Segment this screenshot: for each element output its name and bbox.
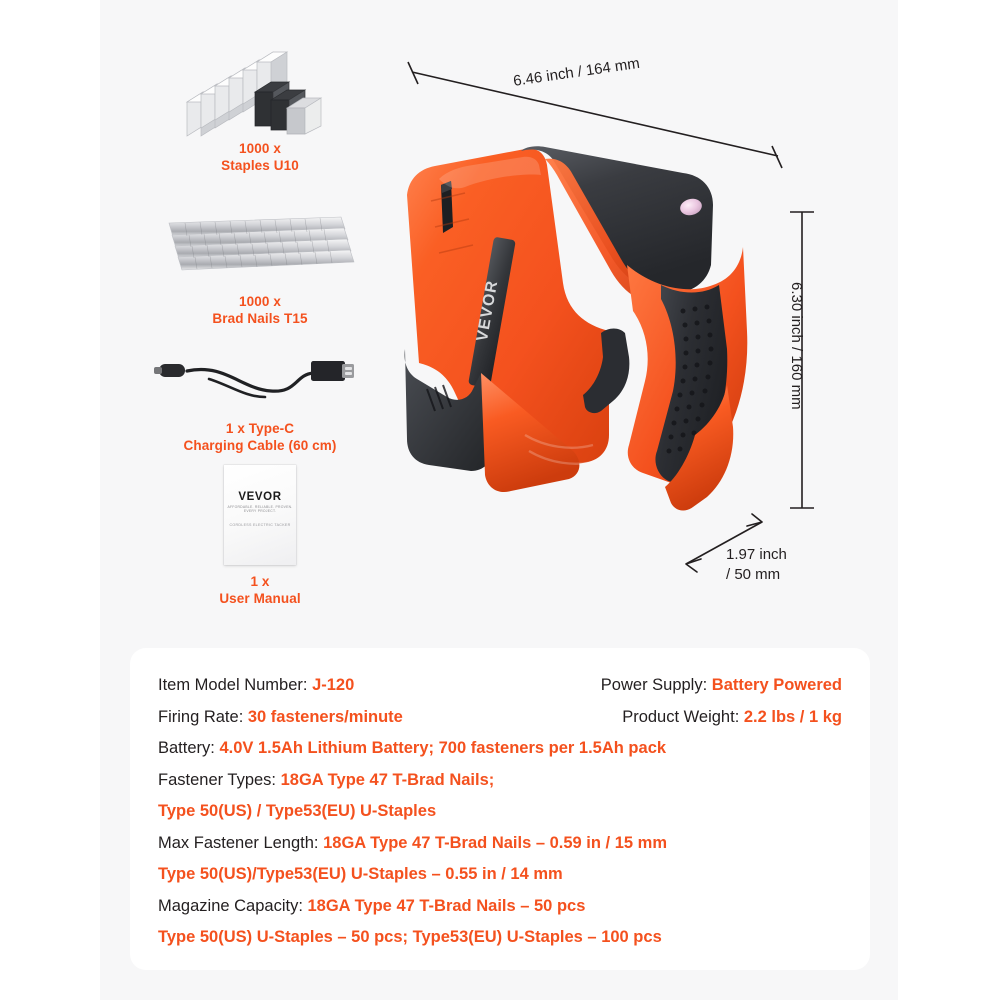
spec-value: 18GA Type 47 T-Brad Nails – 50 pcs xyxy=(307,896,586,915)
spec-item-model-number: Item Model Number: J-120 xyxy=(158,670,550,702)
accessory-item-brad-nails: 1000 x Brad Nails T15 xyxy=(145,215,375,327)
spec-item-firing-rate: Firing Rate: 30 fasteners/minute xyxy=(158,702,550,734)
product-image-tacker: VEVOR xyxy=(395,135,815,555)
accessory-label: 1 x Type-C Charging Cable (60 cm) xyxy=(183,421,337,453)
accessory-label: 1 x User Manual xyxy=(219,574,301,606)
spec-value: 18GA Type 47 T-Brad Nails – 0.59 in / 15… xyxy=(323,833,667,852)
staples-icon xyxy=(145,30,375,140)
dimension-height-label: 6.30 inch / 160 mm xyxy=(788,282,805,410)
spec-value: Type 50(US) / Type53(EU) U-Staples xyxy=(158,802,437,820)
spec-item-fastener-types: Fastener Types: 18GA Type 47 T-Brad Nail… xyxy=(158,765,842,797)
spec-value: Type 50(US)/Type53(EU) U-Staples – 0.55 … xyxy=(158,865,563,883)
spec-item-battery: Battery: 4.0V 1.5Ah Lithium Battery; 700… xyxy=(158,733,842,765)
spec-item-magazine-capacity-cont: Type 50(US) U-Staples – 50 pcs; Type53(E… xyxy=(158,922,842,954)
spec-key: Battery: xyxy=(158,739,220,757)
specification-card: Item Model Number: J-120 Power Supply: B… xyxy=(130,648,870,970)
spec-row: Item Model Number: J-120 Power Supply: B… xyxy=(158,670,842,702)
spec-key: Max Fastener Length: xyxy=(158,833,324,852)
spec-key: Firing Rate: xyxy=(158,707,248,726)
spec-value: 18GA Type 47 T-Brad Nails; xyxy=(280,770,495,789)
spec-value: 2.2 lbs / 1 kg xyxy=(743,707,842,726)
spec-item-power-supply: Power Supply: Battery Powered xyxy=(550,670,842,702)
accessory-item-staples: 1000 x Staples U10 xyxy=(145,30,375,174)
spec-key: Item Model Number: xyxy=(158,676,313,694)
spec-value: Type 50(US) U-Staples – 50 pcs; Type53(E… xyxy=(158,928,662,946)
spec-item-fastener-types-cont: Type 50(US) / Type53(EU) U-Staples xyxy=(158,796,842,828)
accessory-label: 1000 x Brad Nails T15 xyxy=(212,294,308,326)
spec-item-max-fastener-length-cont: Type 50(US)/Type53(EU) U-Staples – 0.55 … xyxy=(158,859,842,891)
spec-key: Magazine Capacity: xyxy=(158,896,308,915)
spec-item-max-fastener-length: Max Fastener Length: 18GA Type 47 T-Brad… xyxy=(158,828,842,860)
manual-cover: VEVOR AFFORDABLE. RELIABLE. PROVEN. EVER… xyxy=(224,465,296,565)
manual-subtitle-text: CORDLESS ELECTRIC TACKER xyxy=(229,523,291,527)
usb-cable-icon xyxy=(145,345,375,420)
accessory-label: 1000 x Staples U10 xyxy=(221,141,299,173)
accessory-item-charging-cable: 1 x Type-C Charging Cable (60 cm) xyxy=(145,345,375,454)
brad-nails-icon xyxy=(145,215,375,293)
spec-value: 4.0V 1.5Ah Lithium Battery; 700 fastener… xyxy=(219,739,667,757)
spec-item-product-weight: Product Weight: 2.2 lbs / 1 kg xyxy=(550,702,842,734)
spec-key: Product Weight: xyxy=(622,707,744,726)
accessory-item-user-manual: VEVOR AFFORDABLE. RELIABLE. PROVEN. EVER… xyxy=(145,465,375,607)
manual-brand-text: VEVOR xyxy=(238,491,282,503)
spec-value: 30 fasteners/minute xyxy=(247,707,403,726)
spec-key: Power Supply: xyxy=(600,676,712,694)
spec-key: Fastener Types: xyxy=(158,770,281,789)
spec-value: Battery Powered xyxy=(711,676,842,694)
manual-booklet-icon: VEVOR AFFORDABLE. RELIABLE. PROVEN. EVER… xyxy=(145,465,375,573)
dimension-depth-label: 1.97 inch / 50 mm xyxy=(726,546,787,583)
manual-tagline-text: AFFORDABLE. RELIABLE. PROVEN. EVERY PROJ… xyxy=(227,505,293,513)
spec-value: J-120 xyxy=(312,676,355,694)
spec-item-magazine-capacity: Magazine Capacity: 18GA Type 47 T-Brad N… xyxy=(158,891,842,923)
spec-row: Firing Rate: 30 fasteners/minute Product… xyxy=(158,702,842,734)
